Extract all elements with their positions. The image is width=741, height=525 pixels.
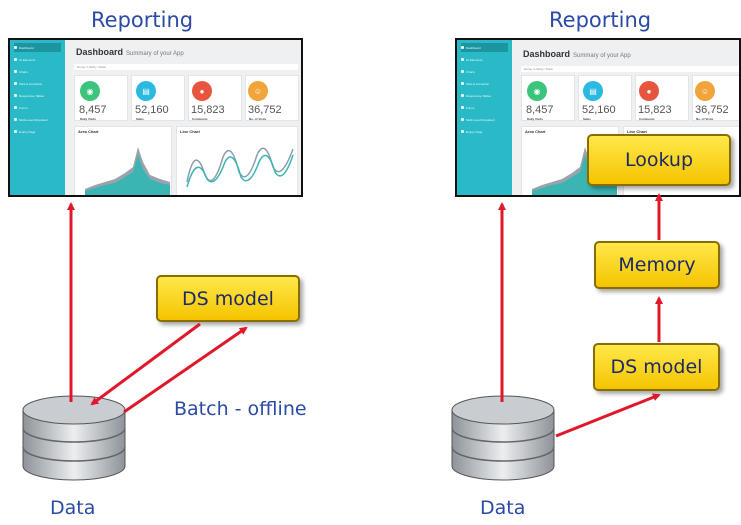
- data-to-model-arrow: [123, 326, 248, 414]
- stat-value: 15,823: [638, 104, 672, 116]
- stat-label: Sales: [583, 117, 591, 121]
- area-chart-thumbnail: [85, 147, 170, 195]
- stat-label: Sales: [136, 117, 144, 121]
- right-data-label: Data: [480, 497, 526, 519]
- stat-value: 52,160: [135, 104, 169, 116]
- group-icon: ☺: [248, 81, 268, 101]
- sidebar-item: Tabs & Accordion: [14, 79, 61, 88]
- sidebar-item: Responsive Tables: [461, 91, 508, 100]
- line-chart-title: Line Chart: [627, 129, 647, 134]
- area-chart-title: Area Chart: [78, 129, 99, 134]
- right-ds-model-box: DS model: [593, 343, 720, 391]
- sidebar-item: Empty Page: [14, 127, 61, 136]
- sidebar-item: Multi-Level Dropdown: [461, 115, 508, 124]
- model-to-data-arrow: [90, 322, 201, 406]
- stat-label: Daily Visits: [527, 117, 543, 121]
- stat-value: 52,160: [582, 104, 616, 116]
- dashboard-sidebar: Dashboard UI Elements Charts Tabs & Acco…: [10, 40, 65, 195]
- area-chart-panel: Area Chart: [74, 126, 172, 195]
- stat-label: Comments: [192, 117, 208, 121]
- stat-value: 8,457: [526, 104, 554, 116]
- sidebar-item: Charts: [14, 67, 61, 76]
- cart-icon: ▤: [136, 81, 156, 101]
- sidebar-item: Forms: [14, 103, 61, 112]
- line-chart-thumbnail: [186, 147, 294, 188]
- left-ds-model-box: DS model: [156, 275, 300, 322]
- chat-icon: ●: [192, 81, 212, 101]
- chat-icon: ●: [639, 81, 659, 101]
- left-database-icon: [22, 395, 126, 481]
- eye-icon: ◉: [80, 81, 100, 101]
- breadcrumb: Home / Library / Data: [74, 64, 298, 70]
- sidebar-item: Empty Page: [461, 127, 508, 136]
- stat-value: 36,752: [248, 104, 282, 116]
- sidebar-item: Forms: [461, 103, 508, 112]
- memory-box: Memory: [594, 241, 720, 289]
- area-chart-title: Area Chart: [525, 129, 546, 134]
- stat-label: Daily Visits: [80, 117, 96, 121]
- sidebar-item: Charts: [461, 67, 508, 76]
- line-chart-panel: Line Chart: [176, 126, 298, 195]
- sidebar-item: Tabs & Accordion: [461, 79, 508, 88]
- dashboard-sidebar: Dashboard UI Elements Charts Tabs & Acco…: [457, 40, 512, 195]
- stat-value: 36,752: [695, 104, 729, 116]
- data-to-dsmodel-arrow: [555, 393, 661, 438]
- breadcrumb: Home / Library / Data: [521, 66, 739, 72]
- cart-icon: ▤: [583, 81, 603, 101]
- sidebar-item: UI Elements: [461, 55, 508, 64]
- group-icon: ☺: [695, 81, 715, 101]
- sidebar-item: Dashboard: [14, 43, 61, 52]
- stat-value: 8,457: [79, 104, 107, 116]
- stat-label: No. of Visits: [249, 117, 267, 121]
- sidebar-item: Dashboard: [461, 43, 508, 52]
- right-reporting-title: Reporting: [549, 8, 652, 32]
- eye-icon: ◉: [527, 81, 547, 101]
- batch-offline-label: Batch - offline: [174, 398, 307, 420]
- line-chart-title: Line Chart: [180, 129, 200, 134]
- stat-label: Comments: [639, 117, 655, 121]
- stat-value: 15,823: [191, 104, 225, 116]
- left-reporting-title: Reporting: [91, 8, 194, 32]
- sidebar-item: Responsive Tables: [14, 91, 61, 100]
- sidebar-item: Multi-Level Dropdown: [14, 115, 61, 124]
- left-data-label: Data: [50, 497, 96, 519]
- left-dashboard-screenshot: Dashboard UI Elements Charts Tabs & Acco…: [8, 38, 303, 197]
- stat-label: No. of Visits: [696, 117, 714, 121]
- lookup-box: Lookup: [587, 134, 731, 186]
- right-database-icon: [451, 395, 555, 481]
- sidebar-item: UI Elements: [14, 55, 61, 64]
